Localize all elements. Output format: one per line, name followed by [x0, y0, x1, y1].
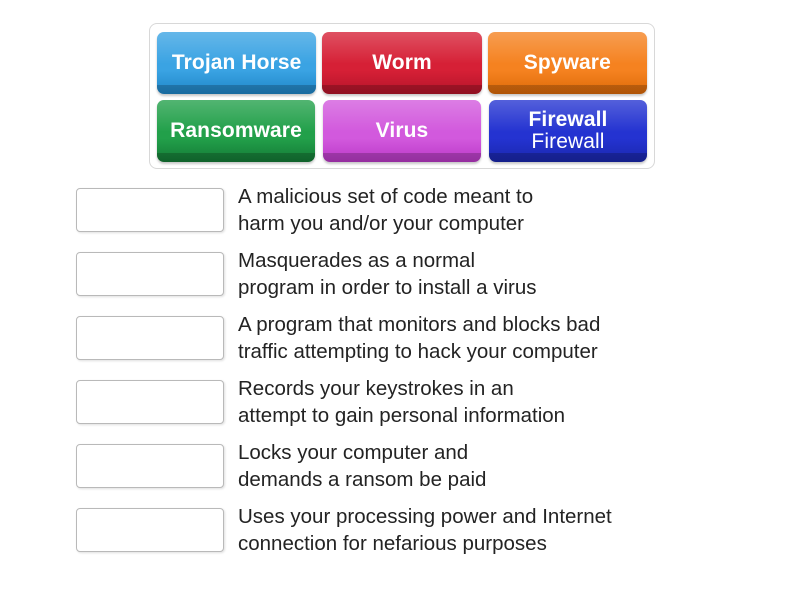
- definition-text-1: A malicious set of code meant to harm yo…: [238, 184, 534, 235]
- answer-drop-slot-1[interactable]: [76, 188, 224, 232]
- definition-text-5: Locks your computer and demands a ransom…: [238, 440, 487, 491]
- definition-text-2: Masquerades as a normal program in order…: [238, 248, 537, 299]
- question-row: Uses your processing power and Internet …: [76, 505, 776, 555]
- answer-drop-slot-6[interactable]: [76, 508, 224, 552]
- term-tile-spyware[interactable]: Spyware: [487, 32, 647, 94]
- term-tile-label: Ransomware: [170, 118, 302, 142]
- term-tile-label: Firewall: [528, 107, 608, 131]
- answer-drop-slot-3[interactable]: [76, 316, 224, 360]
- term-tile-firewall[interactable]: Firewall Firewall: [489, 100, 647, 162]
- term-tile-trojan-horse[interactable]: Trojan Horse: [157, 32, 317, 94]
- term-tile-label: Trojan Horse: [171, 50, 302, 74]
- term-tile-virus[interactable]: Virus: [323, 100, 481, 162]
- term-tile-ransomware[interactable]: Ransomware: [157, 100, 315, 162]
- question-row: Records your keystrokes in an attempt to…: [76, 377, 776, 427]
- term-tile-worm[interactable]: Worm: [322, 32, 482, 94]
- tile-row-1: Trojan Horse Worm Spyware: [157, 32, 647, 94]
- definition-text-3: A program that monitors and blocks bad t…: [238, 312, 601, 363]
- answer-drop-slot-4[interactable]: [76, 380, 224, 424]
- term-tile-tray: Trojan Horse Worm Spyware Ransomware Vir…: [149, 23, 655, 169]
- question-list: A malicious set of code meant to harm yo…: [76, 185, 776, 555]
- term-tile-label: Worm: [372, 50, 432, 74]
- term-tile-label: Virus: [375, 118, 429, 142]
- tile-row-2: Ransomware Virus Firewall Firewall: [157, 100, 647, 162]
- term-tile-label: Spyware: [523, 50, 611, 74]
- question-row: A program that monitors and blocks bad t…: [76, 313, 776, 363]
- answer-drop-slot-2[interactable]: [76, 252, 224, 296]
- answer-drop-slot-5[interactable]: [76, 444, 224, 488]
- definition-text-6: Uses your processing power and Internet …: [238, 504, 612, 555]
- question-row: Masquerades as a normal program in order…: [76, 249, 776, 299]
- definition-text-4: Records your keystrokes in an attempt to…: [238, 376, 566, 427]
- question-row: A malicious set of code meant to harm yo…: [76, 185, 776, 235]
- question-row: Locks your computer and demands a ransom…: [76, 441, 776, 491]
- term-tile-label-secondary: Firewall: [531, 130, 605, 153]
